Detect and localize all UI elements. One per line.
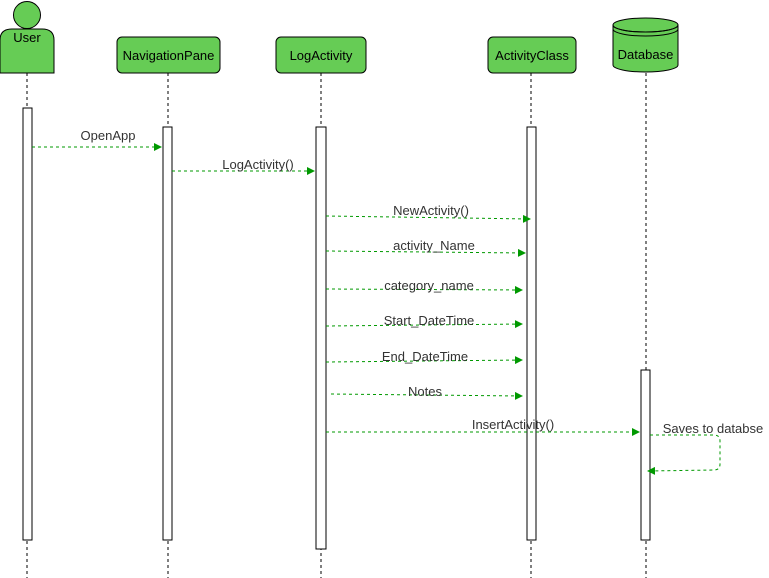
navigation-participant[interactable]: NavigationPane	[116, 36, 221, 74]
activity-participant[interactable]: ActivityClass	[487, 36, 577, 74]
activity-name-label: activity_Name	[393, 238, 475, 253]
end-datetime-label: End_DateTime	[382, 349, 468, 364]
open-app-label: OpenApp	[81, 128, 136, 143]
activity-activation	[526, 126, 537, 541]
user-head-icon	[13, 1, 41, 29]
category-name-label: category_name	[384, 278, 474, 293]
user-body-icon	[0, 28, 55, 74]
category-name-arrow[interactable]	[325, 285, 523, 294]
database-icon	[612, 25, 679, 73]
lifelines	[26, 73, 647, 578]
log-activation	[315, 126, 327, 550]
notes-label: Notes	[408, 384, 442, 399]
database-participant[interactable]: Database	[612, 17, 679, 73]
log-activity-label: LogActivity()	[222, 157, 294, 172]
user-actor[interactable]: User	[0, 1, 55, 74]
log-label: LogActivity	[290, 48, 353, 63]
navigation-activation	[162, 126, 173, 541]
activity-label: ActivityClass	[495, 48, 569, 63]
log-participant[interactable]: LogActivity	[275, 36, 367, 74]
navigation-label: NavigationPane	[123, 48, 215, 63]
notes-arrow[interactable]	[330, 391, 523, 400]
database-label: Database	[618, 47, 674, 62]
start-datetime-arrow[interactable]	[325, 320, 523, 329]
end-datetime-arrow[interactable]	[325, 356, 523, 365]
new-activity-label: NewActivity()	[393, 203, 469, 218]
database-activation	[640, 369, 651, 541]
new-activity-arrow[interactable]	[325, 214, 531, 223]
user-label: User	[13, 30, 41, 45]
saves-label: Saves to databse	[663, 421, 763, 436]
saves-self-arrow[interactable]	[647, 434, 721, 475]
insert-activity-label: InsertActivity()	[472, 417, 554, 432]
start-datetime-label: Start_DateTime	[384, 313, 475, 328]
user-activation	[22, 107, 33, 541]
